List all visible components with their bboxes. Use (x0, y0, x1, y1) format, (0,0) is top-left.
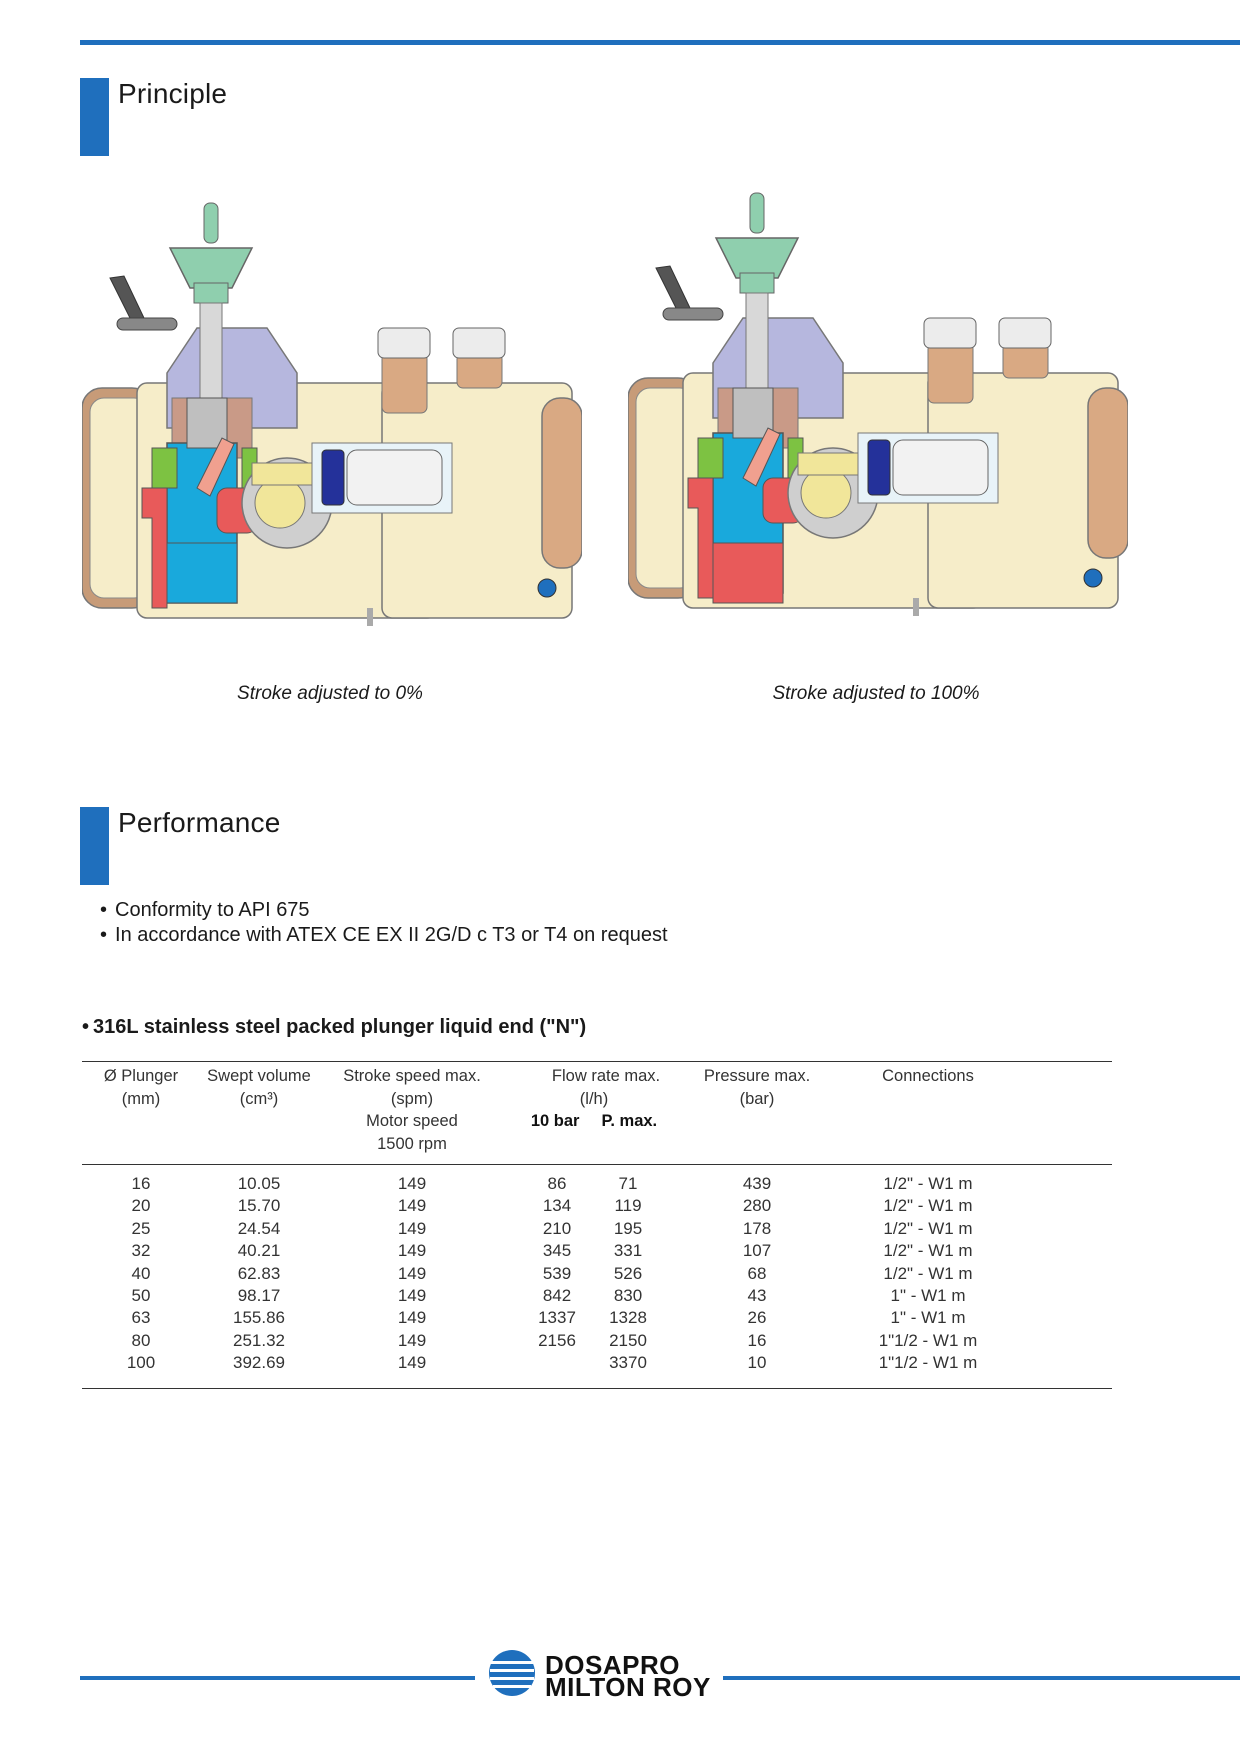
table-cell: 134 (542, 1196, 572, 1216)
brand-line-1: DOSAPRO (545, 1650, 680, 1680)
table-cell: 149 (397, 1196, 427, 1216)
header-pressure: Pressure max.(bar) (703, 1067, 811, 1108)
table-cell: 149 (397, 1286, 427, 1305)
table-cell: 32 (131, 1241, 151, 1261)
header-connections: Connections (882, 1067, 974, 1085)
table-cell: 439 (742, 1174, 772, 1193)
bullet-item: In accordance with ATEX CE EX II 2G/D c … (100, 923, 667, 948)
performance-title: Performance (118, 807, 281, 838)
table-cell: 107 (742, 1241, 772, 1261)
table-cell: 178 (742, 1218, 772, 1238)
table-cell: 86 (547, 1174, 567, 1193)
table-cell: 25 (131, 1218, 151, 1238)
table-cell: 40.21 (237, 1241, 281, 1261)
table-cell: 2150 (609, 1330, 647, 1350)
table-cell: 149 (397, 1330, 427, 1350)
table-cell: 10.05 (237, 1174, 281, 1193)
table-cell: 526 (613, 1263, 643, 1283)
table-cell: 392.69 (233, 1353, 285, 1373)
pump-figure-stroke-0 (82, 188, 582, 663)
table-cell: 43 (747, 1286, 767, 1305)
table-cell: 2156 (538, 1330, 576, 1350)
table-cell: 331 (613, 1241, 643, 1261)
table-cell: 155.86 (233, 1308, 285, 1328)
table-cell: 149 (397, 1263, 427, 1283)
table-cell: 149 (397, 1353, 427, 1373)
table-cell: 24.54 (237, 1218, 281, 1238)
table-cell: 1/2" - W1 m (883, 1174, 973, 1193)
table-cell: 539 (542, 1263, 572, 1283)
table-cell: 149 (397, 1174, 427, 1193)
principle-title: Principle (118, 78, 228, 109)
table-cell: 1" - W1 m (890, 1286, 966, 1305)
table-cell: 842 (542, 1286, 572, 1305)
table-cell: 62.83 (237, 1263, 281, 1283)
section-marker (80, 807, 109, 885)
table-cell: 16 (747, 1330, 767, 1350)
table-cell: 50 (131, 1286, 151, 1305)
table-cell: 16 (131, 1174, 151, 1193)
table-cell: 40 (131, 1263, 151, 1283)
section-marker (80, 78, 109, 156)
caption-stroke-0: Stroke adjusted to 0% (237, 683, 423, 704)
table-bottom-rule (82, 1388, 1112, 1389)
table-title: 316L stainless steel packed plunger liqu… (82, 1016, 586, 1039)
footer-rule-right (723, 1676, 1240, 1680)
table-cell: 1/2" - W1 m (883, 1241, 973, 1261)
table-cell: 195 (613, 1218, 643, 1238)
top-rule (80, 40, 1240, 45)
table-cell: 1"1/2 - W1 m (878, 1353, 978, 1373)
table-cell: 20 (131, 1196, 151, 1216)
pump-figure-stroke-100 (628, 188, 1128, 663)
table-cell: 98.17 (237, 1286, 281, 1305)
table-cell: 149 (397, 1241, 427, 1261)
table-cell: 119 (614, 1196, 642, 1216)
table-cell: 280 (742, 1196, 772, 1216)
table-header-rule (82, 1164, 1112, 1165)
logo-icon (489, 1650, 535, 1696)
table-cell: 149 (397, 1308, 427, 1328)
table-cell: 345 (542, 1241, 572, 1261)
header-swept-volume: Swept volume(cm³) (207, 1067, 311, 1108)
table-cell: 1/2" - W1 m (883, 1196, 973, 1216)
table-cell: 1337 (538, 1308, 576, 1328)
header-plunger: Ø Plunger(mm) (103, 1067, 179, 1108)
table-cell: 149 (397, 1218, 427, 1238)
table-cell: 100 (126, 1353, 156, 1373)
footer-rule-left (80, 1676, 475, 1680)
table-cell: 3370 (609, 1353, 647, 1373)
table-cell: 68 (747, 1263, 767, 1283)
table-cell: 1"1/2 - W1 m (878, 1330, 978, 1350)
table-cell: 1/2" - W1 m (883, 1218, 973, 1238)
table-cell: 15.70 (237, 1196, 281, 1216)
table-cell: 1" - W1 m (890, 1308, 966, 1328)
table-cell: 26 (747, 1308, 767, 1328)
bullet-item: Conformity to API 675 (100, 898, 668, 923)
caption-stroke-100: Stroke adjusted to 100% (772, 683, 980, 704)
table-cell: 1328 (609, 1308, 647, 1328)
brand-line-2: MILTON ROY (545, 1672, 711, 1702)
table-top-rule (82, 1061, 1112, 1062)
performance-bullets: Conformity to API 675 In accordance with… (100, 898, 668, 948)
table-cell: 10 (747, 1353, 767, 1373)
table-cell: 251.32 (233, 1330, 285, 1350)
table-cell: 80 (131, 1330, 151, 1350)
table-cell: 71 (618, 1174, 638, 1193)
table-cell: 1/2" - W1 m (883, 1263, 973, 1283)
table-cell: 830 (613, 1286, 643, 1305)
table-cell: 63 (131, 1308, 151, 1328)
table-cell: 210 (542, 1218, 572, 1238)
